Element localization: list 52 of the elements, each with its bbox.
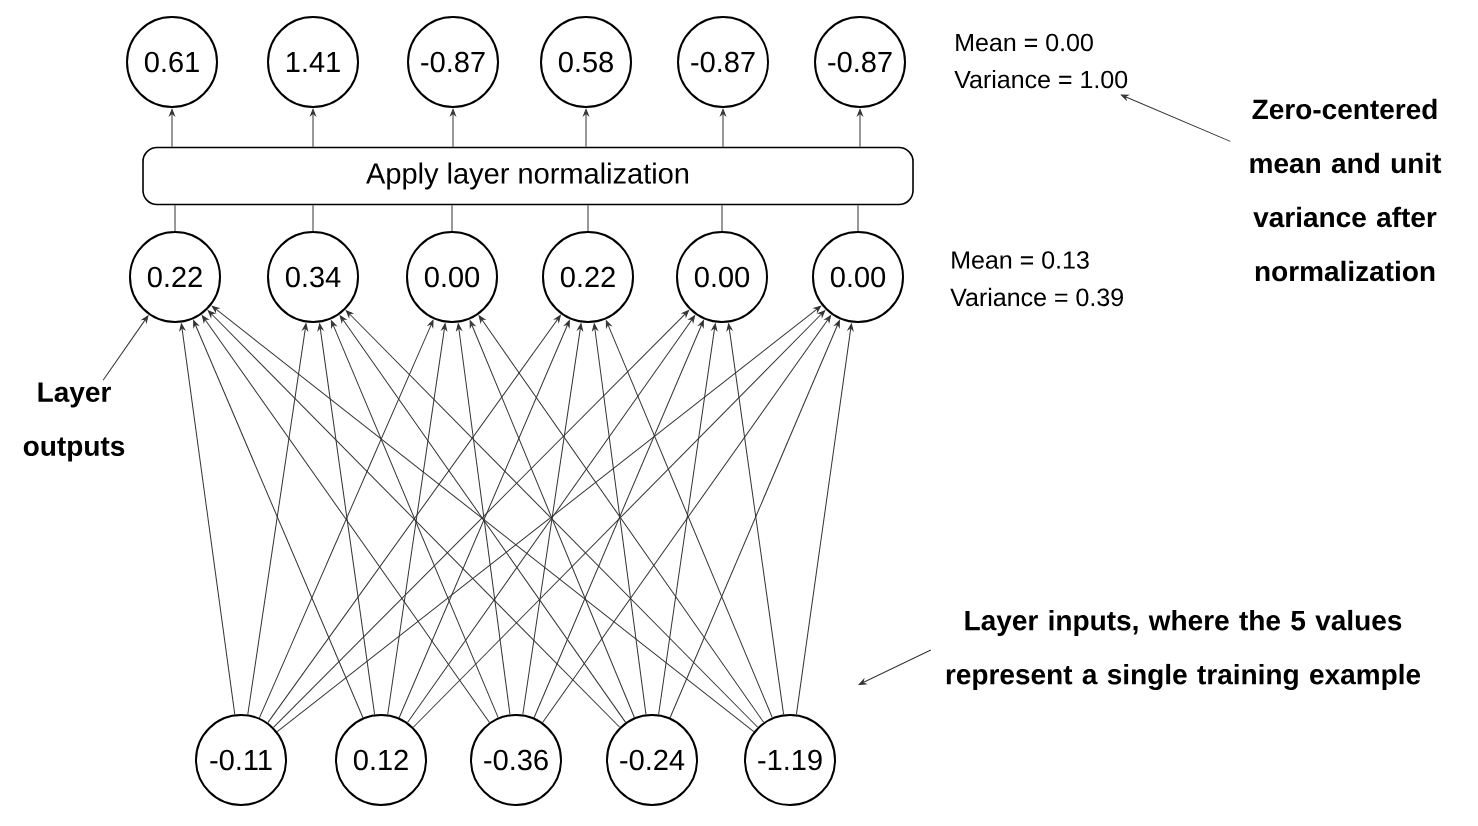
- arrow: [1120, 94, 1231, 142]
- arrow: [387, 323, 448, 715]
- arrow: [857, 108, 863, 148]
- arrow: [795, 323, 854, 715]
- arrow: [592, 323, 647, 715]
- arrow: [193, 320, 364, 719]
- arrow: [310, 108, 316, 148]
- arrow: [258, 319, 434, 719]
- process-box: Apply layer normalization: [142, 146, 914, 206]
- arrow: [720, 108, 726, 148]
- arrow: [330, 320, 499, 719]
- arrow: [858, 649, 932, 685]
- arrow: [669, 320, 840, 719]
- arrow: [583, 108, 589, 148]
- connector-line: [312, 204, 314, 232]
- connector-line: [857, 204, 859, 232]
- arrow: [407, 315, 696, 723]
- arrow: [345, 310, 759, 728]
- connector-line: [174, 204, 176, 232]
- arrow: [450, 108, 456, 148]
- annotation-text: Layer inputs, where the 5 values represent a single training example: [946, 609, 1421, 691]
- arrow: [179, 323, 236, 715]
- arrow: [247, 323, 308, 715]
- arrow: [201, 315, 490, 723]
- arrow: [211, 305, 755, 733]
- arrow: [542, 315, 832, 723]
- arrow: [276, 305, 822, 733]
- arrow: [456, 323, 511, 715]
- annotation-text: Zero-centered mean and unit variance after normalization: [1250, 98, 1442, 282]
- arrow: [478, 315, 765, 723]
- connector-line: [721, 204, 723, 232]
- arrow: [169, 108, 175, 148]
- annotation-text: Layer outputs: [23, 382, 125, 462]
- connector-line: [587, 204, 589, 232]
- arrow: [207, 310, 621, 728]
- arrow: [412, 310, 826, 728]
- arrow: [398, 320, 570, 719]
- arrow: [317, 323, 376, 715]
- arrow: [605, 320, 773, 719]
- arrow: [469, 320, 635, 718]
- arrow: [726, 323, 785, 715]
- stats-text: Variance = 0.39: [950, 287, 1123, 307]
- arrow: [522, 323, 583, 715]
- arrow: [272, 310, 690, 728]
- arrow: [102, 315, 149, 381]
- arrow: [267, 314, 561, 724]
- arrow: [339, 315, 627, 723]
- stats-text: Mean = 0.00 Variance = 1.00: [954, 33, 1128, 89]
- connector-line: [451, 204, 453, 232]
- arrow: [658, 323, 718, 715]
- arrow: [533, 320, 704, 719]
- stats-text: Mean = 0.13: [952, 251, 1089, 269]
